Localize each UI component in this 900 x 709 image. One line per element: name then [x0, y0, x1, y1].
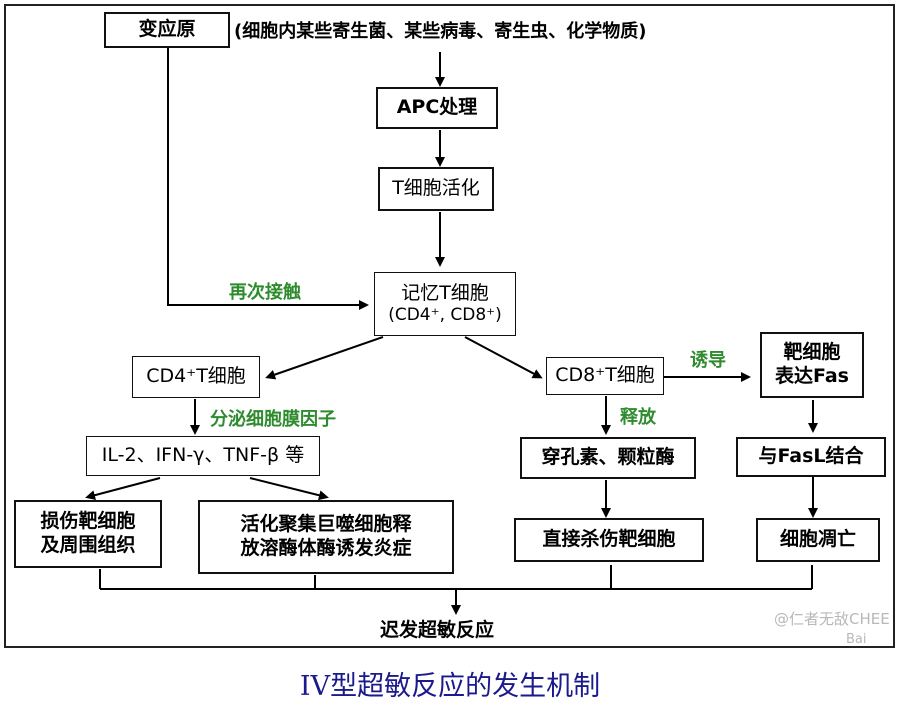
node-apc: APC处理 [376, 87, 498, 129]
node-cytokines-label: IL-2、IFN-γ、TNF-β 等 [101, 444, 305, 467]
node-macrophage-line1: 活化聚集巨噬细胞释 [240, 513, 412, 536]
edge-label-induce: 诱导 [690, 350, 726, 371]
node-antigen-description: (细胞内某些寄生菌、某些病毒、寄生虫、化学物质) [234, 21, 647, 42]
node-cd4-t: CD4⁺T细胞 [132, 356, 260, 398]
arrow-recontact [167, 47, 369, 310]
node-fasl-label: 与FasL结合 [758, 445, 864, 468]
edge-label-secrete: 分泌细胞膜因子 [210, 409, 336, 430]
watermark-text: @仁者无敌CHEE [774, 610, 890, 628]
node-fasl: 与FasL结合 [736, 437, 886, 477]
node-antigen-label: 变应原 [138, 18, 196, 41]
node-cd4-t-label: CD4⁺T细胞 [146, 365, 246, 388]
node-tissue-damage-line2: 及周围组织 [40, 534, 136, 556]
node-direct-kill-label: 直接杀伤靶细胞 [542, 528, 676, 551]
edge-label-recontact: 再次接触 [229, 282, 301, 303]
node-apoptosis-label: 细胞凋亡 [779, 528, 856, 551]
node-memory-t-line1: 记忆T细胞 [401, 281, 489, 304]
node-cd8-t: CD8⁺T细胞 [546, 357, 664, 395]
node-t-activation: T细胞活化 [378, 167, 494, 211]
node-memory-t-line2: (CD4⁺, CD8⁺) [388, 305, 502, 326]
node-t-activation-label: T细胞活化 [392, 177, 480, 200]
node-tissue-damage: 损伤靶细胞 及周围组织 [14, 500, 162, 568]
node-apoptosis: 细胞凋亡 [756, 518, 880, 562]
node-memory-t: 记忆T细胞 (CD4⁺, CD8⁺) [374, 272, 516, 336]
node-target-fas-line1: 靶细胞 [783, 341, 841, 364]
arrow-cyto-damage [85, 477, 161, 501]
node-perforin-label: 穿孔素、颗粒酶 [541, 446, 675, 469]
node-antigen: 变应原 [104, 12, 230, 48]
node-macrophage: 活化聚集巨噬细胞释 放溶酶体酶诱发炎症 [198, 500, 454, 574]
arrow-memory-cd4 [265, 336, 384, 380]
node-result: 迟发超敏反应 [380, 619, 495, 641]
node-apc-label: APC处理 [396, 96, 478, 119]
watermark-logo-text: Bai [846, 632, 867, 647]
diagram-caption: IV型超敏反应的发生机制 [299, 671, 601, 702]
node-target-fas: 靶细胞 表达Fas [760, 332, 864, 398]
node-cytokines: IL-2、IFN-γ、TNF-β 等 [86, 436, 320, 476]
node-tissue-damage-line1: 损伤靶细胞 [40, 510, 136, 533]
node-cd8-t-label: CD8⁺T细胞 [555, 364, 655, 387]
node-direct-kill: 直接杀伤靶细胞 [514, 518, 704, 562]
edge-label-release: 释放 [620, 407, 656, 428]
node-macrophage-line2: 放溶酶体酶诱发炎症 [240, 537, 412, 559]
arrow-memory-cd8 [464, 336, 543, 379]
node-perforin: 穿孔素、颗粒酶 [520, 437, 696, 479]
node-target-fas-line2: 表达Fas [775, 365, 849, 387]
arrow-cyto-macro [249, 477, 329, 501]
